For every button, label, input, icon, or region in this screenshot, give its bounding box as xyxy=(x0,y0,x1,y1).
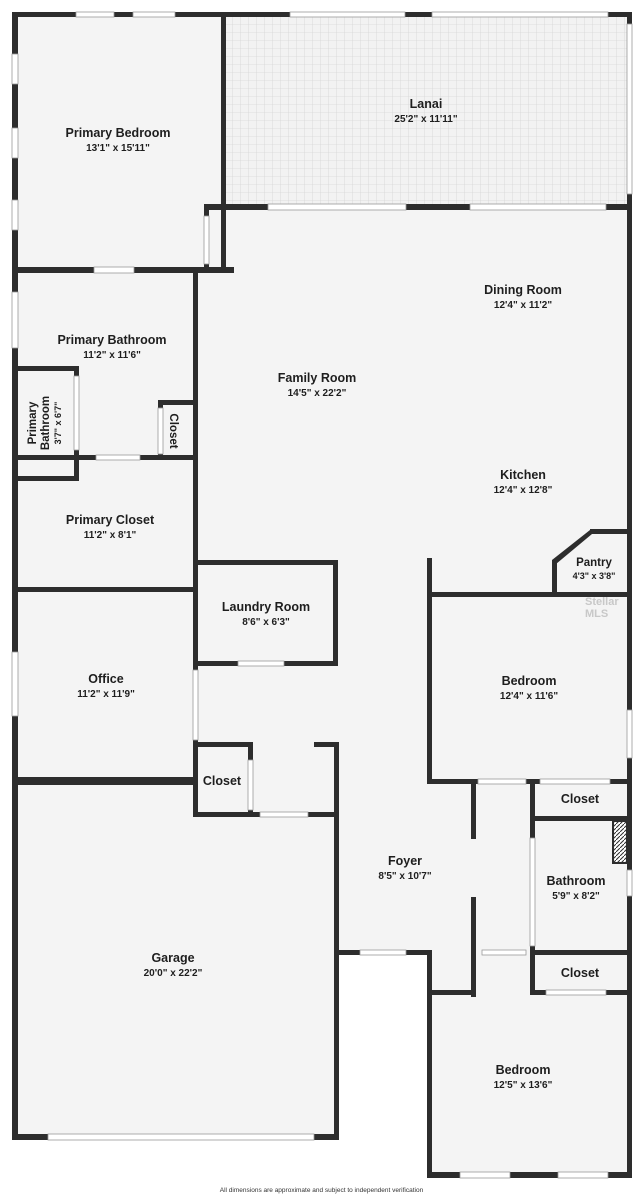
room-dims-office: 11'2" x 11'9" xyxy=(77,689,135,700)
watermark: Stellar MLS xyxy=(585,596,619,620)
room-name-pantry: Pantry xyxy=(576,557,612,569)
room-dims-lanai: 25'2" x 11'11" xyxy=(394,114,457,125)
room-name-primary-bathroom: Primary Bathroom xyxy=(57,333,166,347)
room-name-primary-closet: Primary Closet xyxy=(66,513,155,527)
room-name-primary-bath-small-line1: Primary xyxy=(27,401,39,444)
room-dims-bedroom-2: 12'5" x 13'6" xyxy=(494,1080,553,1091)
room-dims-dining-room: 12'4" x 11'2" xyxy=(494,300,552,311)
room-name-dining-room: Dining Room xyxy=(484,283,562,297)
room-dims-family-room: 14'5" x 22'2" xyxy=(288,388,347,399)
room-dims-primary-bathroom: 11'2" x 11'6" xyxy=(83,350,141,361)
room-dims-kitchen: 12'4" x 12'8" xyxy=(494,485,553,496)
floors xyxy=(14,14,628,1175)
room-dims-primary-bath-small: 3'7" x 6'7" xyxy=(53,402,63,445)
room-name-closet-primary-bath: Closet xyxy=(167,413,179,448)
room-name-closet-bedroom-2: Closet xyxy=(561,966,600,980)
room-name-foyer: Foyer xyxy=(388,854,422,868)
room-name-bedroom-2: Bedroom xyxy=(496,1063,551,1077)
room-name-bathroom: Bathroom xyxy=(546,874,605,888)
room-name-kitchen: Kitchen xyxy=(500,468,546,482)
room-name-laundry-room: Laundry Room xyxy=(222,600,310,614)
room-dims-primary-bedroom: 13'1" x 15'11" xyxy=(86,143,150,154)
room-dims-foyer: 8'5" x 10'7" xyxy=(378,871,431,882)
room-name-closet-bedroom-1: Closet xyxy=(561,792,600,806)
room-name-office: Office xyxy=(88,672,123,686)
room-dims-laundry-room: 8'6" x 6'3" xyxy=(242,617,290,628)
room-name-primary-bedroom: Primary Bedroom xyxy=(66,126,171,140)
room-dims-pantry: 4'3" x 3'8" xyxy=(573,571,616,581)
disclaimer-footer: All dimensions are approximate and subje… xyxy=(219,1187,424,1194)
room-name-garage: Garage xyxy=(151,951,194,965)
room-labels: Lanai 25'2" x 11'11" Primary Bedroom 13'… xyxy=(27,97,615,1091)
room-name-bedroom-1: Bedroom xyxy=(502,674,557,688)
room-name-primary-bath-small-line2: Bathroom xyxy=(40,396,52,450)
room-dims-bedroom-1: 12'4" x 11'6" xyxy=(500,691,558,702)
room-dims-primary-closet: 11'2" x 8'1" xyxy=(84,530,137,541)
room-dims-garage: 20'0" x 22'2" xyxy=(144,968,203,979)
room-name-lanai: Lanai xyxy=(410,97,443,111)
room-name-family-room: Family Room xyxy=(278,371,357,385)
windows xyxy=(11,11,633,1179)
room-dims-bathroom: 5'9" x 8'2" xyxy=(552,891,600,902)
room-name-closet-hall: Closet xyxy=(203,774,242,788)
